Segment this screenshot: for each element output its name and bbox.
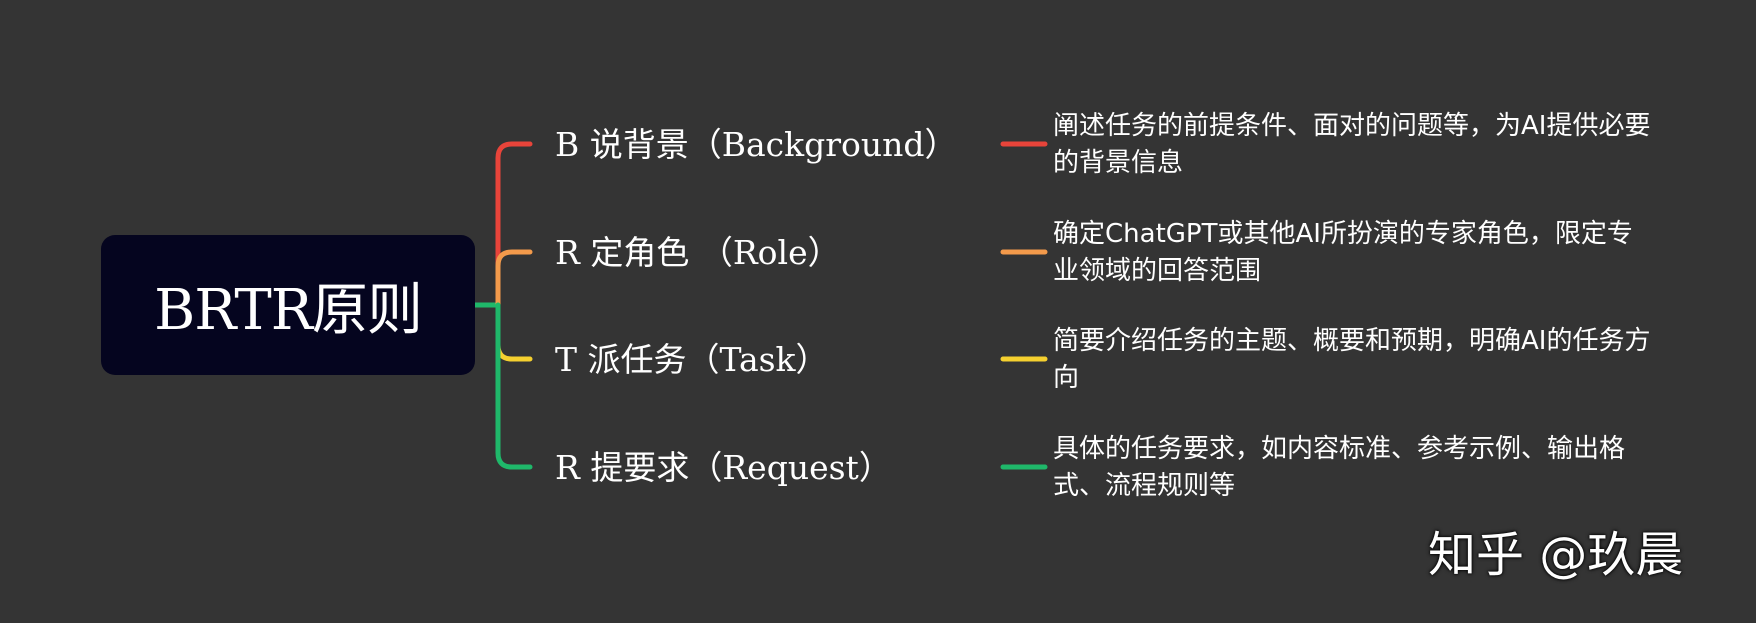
description-background: 阐述任务的前提条件、面对的问题等，为AI提供必要的背景信息: [1053, 111, 1651, 178]
description-task: 简要介绍任务的主题、概要和预期，明确AI的任务方向: [1053, 326, 1651, 393]
description-role: 确定ChatGPT或其他AI所扮演的专家角色，限定专业领域的回答范围: [1053, 219, 1633, 286]
root-node: BRTR原则: [101, 235, 475, 375]
branch-connector-role: [495, 249, 533, 308]
description-request: 具体的任务要求，如内容标准、参考示例、输出格式、流程规则等: [1053, 434, 1626, 501]
branch-role: R 定角色 （Role）: [555, 233, 841, 272]
branch-background: B 说背景（Background）: [555, 125, 958, 164]
watermark: 知乎 @玖晨: [1428, 527, 1684, 583]
root-title: BRTR原则: [154, 277, 423, 343]
branch-connector-task: [495, 302, 533, 362]
branch-connector-background: [495, 141, 533, 308]
branch-task: T 派任务（Task）: [555, 340, 829, 379]
branch-request: R 提要求（Request）: [555, 448, 892, 487]
branch-connector-request: [495, 302, 533, 470]
